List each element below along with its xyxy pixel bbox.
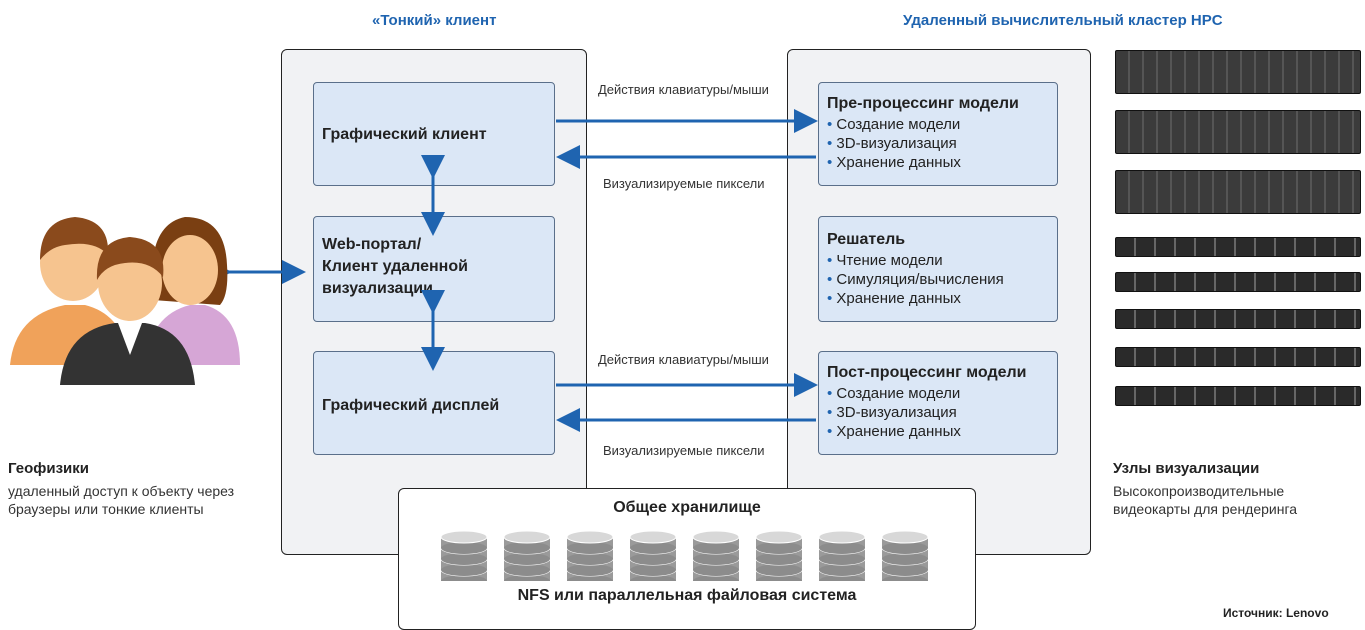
preprocessing-box: Пре-процессинг модели Создание модели 3D…: [818, 82, 1058, 186]
geophysicists-line1: удаленный доступ к объекту через: [8, 483, 235, 499]
web-portal-box: Web-портал/ Клиент удаленной визуализаци…: [313, 216, 555, 322]
shared-storage-footer: NFS или параллельная файловая система: [517, 587, 857, 604]
server-rack-1u: [1115, 386, 1361, 406]
postprocessing-item: 3D-визуализация: [827, 403, 1049, 422]
shared-storage-title: Общее хранилище: [613, 499, 761, 516]
graphic-display-label: Графический дисплей: [322, 397, 500, 414]
storage-disk-icon: [440, 530, 488, 581]
storage-disk-icon: [503, 530, 551, 581]
disk-array: [439, 527, 939, 582]
vis-nodes-description: Высокопроизводительные видеокарты для ре…: [1113, 482, 1297, 518]
graphic-client-label: Графический клиент: [322, 126, 487, 143]
postprocessing-title: Пост-процессинг модели: [827, 364, 1027, 381]
pixels-label-top: Визуализируемые пиксели: [603, 176, 765, 191]
server-rack-1u: [1115, 309, 1361, 329]
graphic-display-box: Графический дисплей: [313, 351, 555, 455]
web-portal-label-line3: визуализации: [322, 280, 433, 297]
shared-storage-panel: Общее хранилище NFS или параллельная фай…: [398, 488, 976, 630]
storage-disk-icon: [566, 530, 614, 581]
geophysicists-users-icon: [10, 217, 240, 385]
kbd-mouse-label-top: Действия клавиатуры/мыши: [598, 82, 769, 97]
server-rack-2u: [1115, 50, 1361, 94]
server-rack-1u: [1115, 272, 1361, 292]
pixels-label-bottom: Визуализируемые пиксели: [603, 443, 765, 458]
geophysicists-description: удаленный доступ к объекту через браузер…: [8, 482, 234, 518]
kbd-mouse-label-bottom: Действия клавиатуры/мыши: [598, 352, 769, 367]
solver-item: Чтение модели: [827, 251, 1049, 270]
solver-box: Решатель Чтение модели Симуляция/вычисле…: [818, 216, 1058, 322]
solver-item: Хранение данных: [827, 289, 1049, 308]
storage-disk-icon: [629, 530, 677, 581]
geophysicists-line2: браузеры или тонкие клиенты: [8, 501, 204, 517]
preprocessing-item: Создание модели: [827, 115, 1049, 134]
postprocessing-box: Пост-процессинг модели Создание модели 3…: [818, 351, 1058, 455]
server-rack-1u: [1115, 347, 1361, 367]
server-rack-2u: [1115, 110, 1361, 154]
storage-disk-icon: [881, 530, 929, 581]
web-portal-label-line2: Клиент удаленной: [322, 258, 468, 275]
thin-client-heading: «Тонкий» клиент: [372, 12, 497, 29]
vis-nodes-title: Узлы визуализации: [1113, 460, 1260, 477]
vis-nodes-line2: видеокарты для рендеринга: [1113, 501, 1298, 517]
web-portal-label-line1: Web-портал/: [322, 236, 422, 253]
postprocessing-item: Создание модели: [827, 384, 1049, 403]
geophysicists-title: Геофизики: [8, 460, 89, 477]
vis-nodes-line1: Высокопроизводительные: [1113, 483, 1285, 499]
hpc-cluster-heading: Удаленный вычислительный кластер HPC: [903, 12, 1223, 29]
preprocessing-item: Хранение данных: [827, 153, 1049, 172]
source-note: Источник: Lenovo: [1223, 606, 1329, 620]
server-rack-1u: [1115, 237, 1361, 257]
graphic-client-box: Графический клиент: [313, 82, 555, 186]
preprocessing-item: 3D-визуализация: [827, 134, 1049, 153]
storage-disk-icon: [818, 530, 866, 581]
storage-disk-icon: [755, 530, 803, 581]
preprocessing-title: Пре-процессинг модели: [827, 95, 1019, 112]
postprocessing-item: Хранение данных: [827, 422, 1049, 441]
server-rack-2u: [1115, 170, 1361, 214]
solver-item: Симуляция/вычисления: [827, 270, 1049, 289]
storage-disk-icon: [692, 530, 740, 581]
solver-title: Решатель: [827, 231, 906, 248]
